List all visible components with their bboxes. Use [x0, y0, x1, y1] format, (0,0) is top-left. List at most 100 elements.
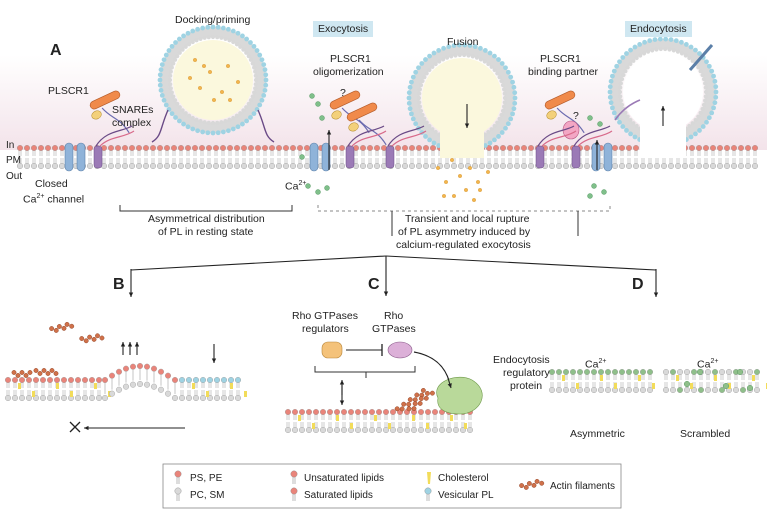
lipid-head — [262, 87, 268, 93]
ca-channel-open-2 — [591, 142, 613, 172]
lipid-head — [178, 395, 185, 402]
label-rho-2: GTPases — [372, 323, 416, 335]
lipid-head — [418, 83, 424, 88]
lipid-head — [339, 144, 346, 151]
snare-helix — [537, 125, 575, 147]
lipid-head — [457, 52, 462, 58]
c-bracket — [314, 366, 416, 373]
lipid-head — [640, 369, 647, 376]
calcium-ion — [601, 189, 607, 195]
lipid-head — [679, 51, 685, 56]
lipid-head — [158, 87, 164, 93]
lipid-head — [234, 42, 239, 47]
arrow-to-c — [383, 256, 389, 296]
lipid-head — [687, 55, 692, 61]
proteins — [64, 44, 714, 199]
lipid-head — [427, 53, 432, 59]
lipid-head — [407, 106, 413, 112]
lipid-head — [234, 395, 241, 402]
actin-monomer — [526, 481, 532, 486]
lipid-head — [689, 144, 696, 151]
label-partner-2: binding partner — [528, 66, 599, 78]
lipid-head — [647, 162, 654, 169]
lipid-head — [712, 387, 719, 394]
lipid-head — [397, 427, 404, 434]
lipid-head — [703, 162, 710, 169]
lipid-head — [492, 67, 497, 73]
actin-monomer — [418, 396, 424, 401]
lipid-head — [157, 72, 163, 78]
ca-influx-arrow — [326, 130, 332, 170]
split-line-d — [385, 255, 657, 271]
lipid-head — [605, 387, 612, 394]
label-rho-reg-1: Rho GTPases — [292, 310, 358, 322]
lipid-head — [108, 390, 115, 397]
lipid-head — [628, 61, 633, 67]
lipid-head — [181, 121, 186, 127]
lipid-head — [86, 162, 93, 169]
lipid-head — [121, 162, 128, 169]
lipid-head — [625, 65, 630, 70]
lipid-head — [88, 395, 95, 402]
lipid-head — [423, 144, 430, 151]
lipid-head — [512, 95, 518, 101]
lipid-head — [423, 134, 428, 139]
lipid-head — [423, 57, 428, 62]
lipid-head — [181, 33, 186, 39]
lipid-head — [626, 369, 633, 376]
lipid-head — [492, 123, 497, 129]
lipid-head — [115, 368, 122, 375]
lipid-head — [332, 162, 339, 169]
legend-vesic: Vesicular PL — [438, 490, 494, 501]
lipid-head — [668, 37, 674, 43]
lipid-head — [122, 383, 129, 390]
lipid-head — [705, 387, 712, 394]
lipid-head — [638, 53, 643, 58]
lipid-head — [180, 47, 185, 52]
calcium-ion — [587, 193, 593, 199]
arrow-head — [464, 123, 470, 128]
channel-half — [591, 142, 601, 172]
lipid-head — [752, 144, 759, 151]
lipid-head — [360, 162, 367, 169]
vesicles — [157, 24, 719, 202]
legend-ps-pe: PS, PE — [190, 473, 223, 484]
actin-monomer — [64, 322, 70, 327]
lipid-head — [253, 86, 258, 91]
lipid-head — [285, 409, 292, 416]
lipid-head — [462, 42, 468, 48]
lipid-head — [437, 59, 442, 64]
lipid-head — [418, 427, 425, 434]
label-rho-reg-2: regulators — [302, 323, 349, 335]
lipid-head — [297, 162, 304, 169]
lipid-head — [503, 125, 508, 131]
lipid-head — [496, 57, 501, 62]
lipid-head — [376, 427, 383, 434]
lipid-head — [563, 144, 570, 151]
lipid-head — [290, 144, 297, 151]
lipid-head — [618, 81, 623, 86]
lipid-head — [341, 409, 348, 416]
lipid-head — [623, 110, 628, 115]
lipid-head — [512, 100, 518, 106]
lipid-head — [663, 36, 669, 42]
lipid-head — [521, 144, 528, 151]
lipid-head — [215, 35, 220, 40]
scrambled-head — [747, 385, 754, 392]
legend-icon-unsat — [290, 470, 298, 484]
lipid-head — [17, 144, 24, 151]
lipid-head — [252, 90, 257, 95]
lipid-head — [628, 131, 633, 137]
actin-b4 — [33, 368, 59, 376]
lipid-head — [633, 387, 640, 394]
lipid-head — [489, 64, 494, 69]
lipid-head — [219, 144, 226, 151]
lipid-head — [191, 162, 198, 169]
lipid-head — [584, 369, 591, 376]
lipid-head — [61, 377, 68, 384]
cholesterol — [728, 383, 731, 389]
cargo-dot — [452, 194, 456, 198]
panel-b-membrane — [4, 322, 247, 433]
lipid-head — [458, 162, 465, 169]
lipid-head — [304, 162, 311, 169]
